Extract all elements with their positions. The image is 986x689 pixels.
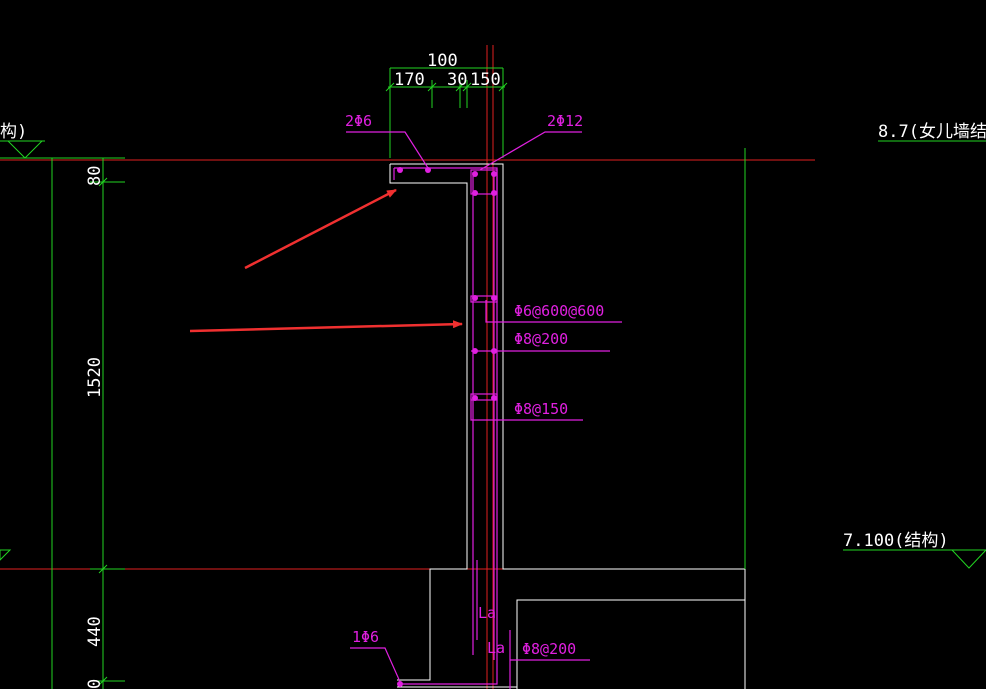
rebar-dot [491, 295, 497, 301]
elev-parapet-top: 8.7(女儿墙结构 [878, 122, 986, 142]
tick [455, 82, 465, 92]
dim-top-170: 170 [394, 70, 425, 90]
green-lines [0, 67, 986, 689]
dim-left-1520: 1520 [85, 357, 105, 398]
annotation-arrows [189, 188, 463, 333]
elev-triangle-far-left [0, 549, 12, 561]
label-stirrup-c: Φ8@150 [514, 400, 568, 418]
rebar-dot [491, 348, 497, 354]
dim-left-440: 440 [85, 616, 105, 647]
label-stirrup-a: Φ6@600@600 [514, 302, 604, 320]
elev-structure-level: 7.100(结构) [843, 531, 949, 551]
rebar-dot [472, 295, 478, 301]
rebar-dot [397, 681, 403, 687]
top-hook-rebar [394, 167, 498, 660]
dim-left-80: 80 [85, 166, 105, 186]
rebar-dot [472, 190, 478, 196]
leader-phi6-600 [485, 300, 622, 323]
label-top-left-bars: 2Φ6 [345, 112, 372, 130]
level-lines [0, 45, 815, 689]
rebar-dot [397, 167, 403, 173]
arrow-to-top-hook [244, 188, 397, 270]
dim-left-0: 0 [85, 679, 105, 689]
tick [98, 676, 108, 686]
rebar-dot [491, 190, 497, 196]
leader-phi8-150 [470, 398, 583, 421]
tick [98, 177, 108, 187]
label-bottom-stirrup: Φ8@200 [522, 640, 576, 658]
label-stirrup-b: Φ8@200 [514, 330, 568, 348]
tick [98, 564, 108, 574]
tick [462, 82, 472, 92]
dim-top-150: 150 [470, 70, 501, 90]
dimension-text: 100 170 30 150 80 1520 440 0 [85, 51, 501, 689]
label-anchor-1: La [478, 604, 496, 622]
leader-2phi6 [346, 131, 429, 169]
tick [385, 82, 395, 92]
label-top-right-bars: 2Φ12 [547, 112, 583, 130]
inner-step-outline [516, 599, 745, 689]
leader-1phi6 [350, 647, 402, 685]
stirrup-top [470, 169, 498, 195]
rebar-dot [491, 171, 497, 177]
rebar-dot [472, 171, 478, 177]
elev-triangle-left [6, 140, 44, 159]
arrow-to-wall [189, 320, 463, 333]
rebar-label-text: 2Φ6 2Φ12 Φ6@600@600 Φ8@200 Φ8@150 La La … [345, 112, 604, 658]
label-bottom-bar: 1Φ6 [352, 628, 379, 646]
rebar-group [346, 131, 622, 689]
parapet-outline-left [389, 164, 468, 681]
rebar-dot [425, 167, 431, 173]
tick [427, 82, 437, 92]
elev-left-partial: 构) [0, 122, 27, 142]
elev-triangle-right [950, 549, 986, 569]
elevation-text: 构) 8.7(女儿墙结构 7.100(结构) [0, 122, 986, 551]
label-anchor-2: La [487, 639, 505, 657]
rebar-dots [397, 167, 497, 687]
tick [498, 82, 508, 92]
rebar-dot [472, 348, 478, 354]
dim-top-30: 30 [447, 70, 467, 90]
leader-2phi12 [479, 131, 582, 171]
rebar-dot [472, 395, 478, 401]
rebar-dot [491, 395, 497, 401]
concrete-outline [389, 163, 746, 689]
stirrup-2 [470, 393, 498, 401]
dim-top-total: 100 [427, 51, 458, 71]
bottom-rebar [399, 660, 498, 685]
stirrup-1 [470, 295, 498, 303]
parapet-outline [390, 163, 746, 689]
